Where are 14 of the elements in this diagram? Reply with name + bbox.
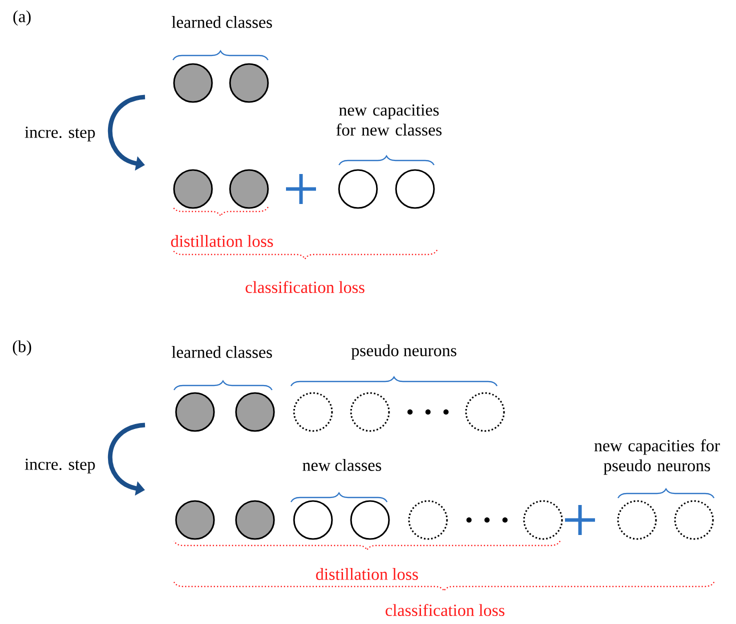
panel-label: (a) bbox=[13, 10, 31, 26]
loss-label: distillation loss bbox=[316, 568, 418, 580]
loss-label: classification loss bbox=[246, 280, 364, 294]
annotation-text: learned classes bbox=[172, 16, 272, 28]
annotation-text: pseudo neurons bbox=[351, 344, 456, 360]
annotation-text: new capacities for new classes bbox=[336, 104, 442, 136]
annotation-text: new classes bbox=[302, 459, 382, 471]
loss-label: classification loss bbox=[386, 604, 504, 616]
panel-label: (b) bbox=[12, 340, 32, 356]
annotation-text: learned classes bbox=[172, 346, 272, 358]
annotation-text: new capacities for pseudo neurons bbox=[594, 439, 720, 475]
annotation-text: incre. step bbox=[24, 126, 95, 142]
loss-label: distillation loss bbox=[171, 235, 273, 247]
annotation-text: incre. step bbox=[24, 458, 95, 474]
